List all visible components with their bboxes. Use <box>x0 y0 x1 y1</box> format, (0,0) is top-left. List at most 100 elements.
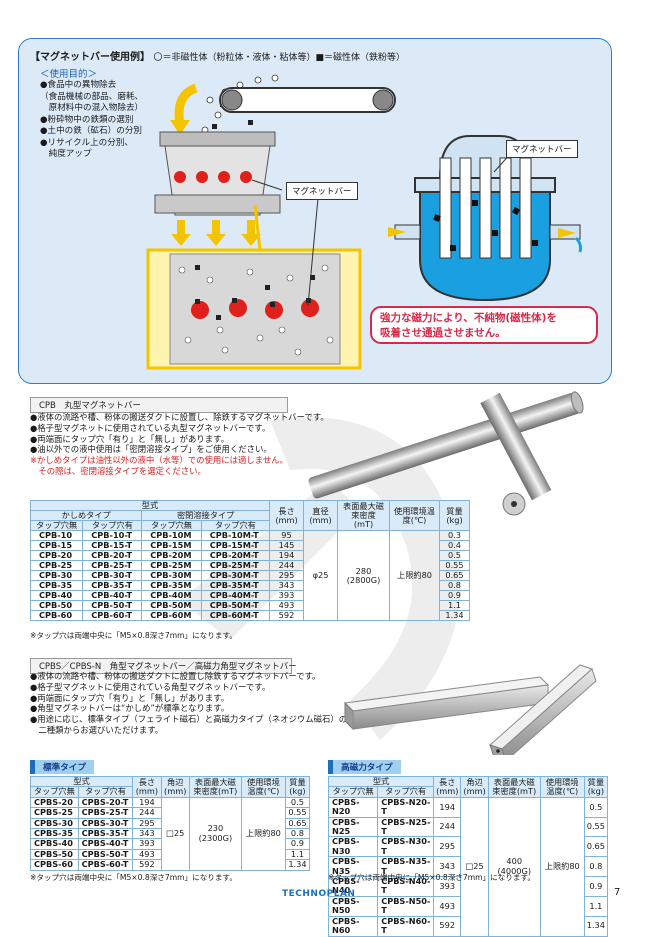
hopper-icon <box>154 131 281 216</box>
mass-cell: 0.4 <box>439 540 470 551</box>
mass-cell: 1.34 <box>583 915 609 937</box>
cpbs-high-note: ※タップ穴は両端中央に「M5×0.8深さ7mm」になります。 <box>328 873 535 882</box>
purpose-item: ●土中の鉄（砿石）の分別 <box>40 126 143 136</box>
mass-cell: 0.55 <box>583 816 609 838</box>
mass-cell: 0.9 <box>583 876 609 897</box>
purpose-item: ●食品中の異物除去 <box>40 80 117 90</box>
model-cell: CPB-40-T <box>82 590 143 601</box>
model-cell: CPBS-60-T <box>77 859 134 871</box>
mass-cell: 1.34 <box>439 610 470 621</box>
model-cell: CPB-30M-T <box>200 570 271 581</box>
length-cell: 244 <box>269 560 304 571</box>
mass-cell: 0.9 <box>284 838 311 850</box>
purpose-item: ●粉砕物中の鉄類の選別 <box>40 114 134 125</box>
header-diameter: 直径(mm) <box>303 500 338 531</box>
feature-message-line: 吸着させ通過させません。 <box>380 327 506 339</box>
header-tap-no: タップ穴無 <box>29 520 84 531</box>
diameter-cell: φ25 <box>303 530 338 621</box>
cpb-bullets: ●液体の流路や槽、粉体の搬送ダクトに設置し、除鉄するマグネットバーです。 ●格子… <box>30 412 329 477</box>
length-cell: 295 <box>269 570 304 581</box>
purpose-item: 純度アップ <box>40 149 92 159</box>
length-cell: 194 <box>132 796 162 809</box>
mass-cell: 1.1 <box>439 600 470 611</box>
length-cell: 493 <box>433 895 462 917</box>
length-cell: 493 <box>269 600 304 611</box>
model-cell: CPBS-35-T <box>77 828 134 840</box>
length-cell: 343 <box>433 856 462 878</box>
header-length: 長さ(mm) <box>132 776 162 798</box>
cpbs-bullet: 二種類からお選びいただけます。 <box>30 724 164 735</box>
model-cell: CPB-10M-T <box>200 530 271 541</box>
model-cell: CPB-20M <box>141 550 202 561</box>
usage-legend: 〇＝非磁性体（粉粒体・液体・粘体等）■＝磁性体（鉄粉等） <box>153 53 405 63</box>
env-cell: 上限約80 <box>539 796 585 937</box>
cpb-bullet: ●液体の流路や槽、粉体の搬送ダクトに設置し、除鉄するマグネットバーです。 <box>30 412 329 422</box>
length-cell: 592 <box>433 915 462 937</box>
header-sealed: 密閉溶接タイプ <box>141 510 270 521</box>
header-mass: 質量(kg) <box>583 776 609 798</box>
header-model: 型式 <box>327 775 435 788</box>
length-cell: 194 <box>269 550 304 561</box>
mass-cell: 0.9 <box>439 590 470 601</box>
model-cell: CPBS-20-T <box>77 796 134 809</box>
model-cell: CPBS-N25 <box>327 816 379 838</box>
model-cell: CPB-60-T <box>82 610 143 621</box>
length-cell: 343 <box>132 828 162 840</box>
length-cell: 295 <box>132 817 162 830</box>
header-tap-yes: タップ穴有 <box>200 520 271 531</box>
model-cell: CPB-15M-T <box>200 540 271 551</box>
length-cell: 145 <box>269 540 304 551</box>
cpb-section-header: CPB 丸型マグネットバー <box>30 397 288 413</box>
length-cell: 295 <box>433 836 462 858</box>
length-cell: 95 <box>269 530 304 541</box>
callout-magnet-bar-right: マグネットバー <box>506 140 578 158</box>
env-cell: 上限約80 <box>389 530 440 621</box>
length-cell: 244 <box>433 816 462 838</box>
model-cell: CPBS-40 <box>30 838 79 850</box>
header-flux: 表面最大磁束密度(mT) <box>337 500 390 531</box>
model-cell: CPB-35-T <box>82 580 143 591</box>
callout-magnet-bar-left: マグネットバー <box>286 182 358 200</box>
length-cell: 393 <box>132 838 162 850</box>
model-cell: CPBS-20 <box>30 796 79 809</box>
header-env-temp: 使用環境温度(℃) <box>539 776 585 798</box>
model-cell: CPB-40M-T <box>200 590 271 601</box>
model-cell: CPBS-N60 <box>327 915 379 937</box>
model-cell: CPB-60M-T <box>200 610 271 621</box>
model-cell: CPB-25-T <box>82 560 143 571</box>
mass-cell: 0.8 <box>439 580 470 591</box>
env-cell: 上限約80 <box>240 796 286 871</box>
side-cell: □25 <box>460 796 489 937</box>
model-cell: CPBS-50 <box>30 848 79 861</box>
cpbs-section-header: CPBS／CPBS-N 角型マグネットバー／高磁力角型マグネットバー <box>30 658 297 674</box>
cpbs-bullet: ●用途に応じ、標準タイプ（フェライト磁石）と高磁力タイプ（ネオジウム磁石）の <box>30 714 348 725</box>
round-magnet-bar-image <box>308 391 584 516</box>
model-cell: CPB-40 <box>29 590 84 601</box>
model-cell: CPBS-30-T <box>77 817 134 830</box>
model-cell: CPBS-N30 <box>327 836 379 858</box>
model-cell: CPB-60M <box>141 610 202 621</box>
cpbs-bullet: ●液体の流路や槽、粉体の搬送ダクトに設置し除鉄するマグネットバーです。 <box>30 671 321 681</box>
flux-cell: 400(4000G) <box>487 796 541 937</box>
model-cell: CPBS-N20-T <box>377 796 435 818</box>
model-cell: CPB-50M <box>141 600 202 611</box>
model-cell: CPBS-50-T <box>77 848 134 861</box>
header-tap-no: タップ穴無 <box>327 786 379 798</box>
model-cell: CPBS-N25-T <box>377 816 435 838</box>
purpose-heading: ＜使用目的＞ <box>40 69 98 80</box>
model-cell: CPBS-N60-T <box>377 915 435 937</box>
model-cell: CPB-60 <box>29 610 84 621</box>
model-cell: CPB-35 <box>29 580 84 591</box>
header-env-temp: 使用環境温度(℃) <box>240 776 286 798</box>
model-cell: CPBS-60 <box>30 859 79 871</box>
model-cell: CPBS-N50-T <box>377 895 435 917</box>
length-cell: 592 <box>132 859 162 871</box>
length-cell: 493 <box>132 848 162 861</box>
header-tap-no: タップ穴無 <box>30 786 79 798</box>
